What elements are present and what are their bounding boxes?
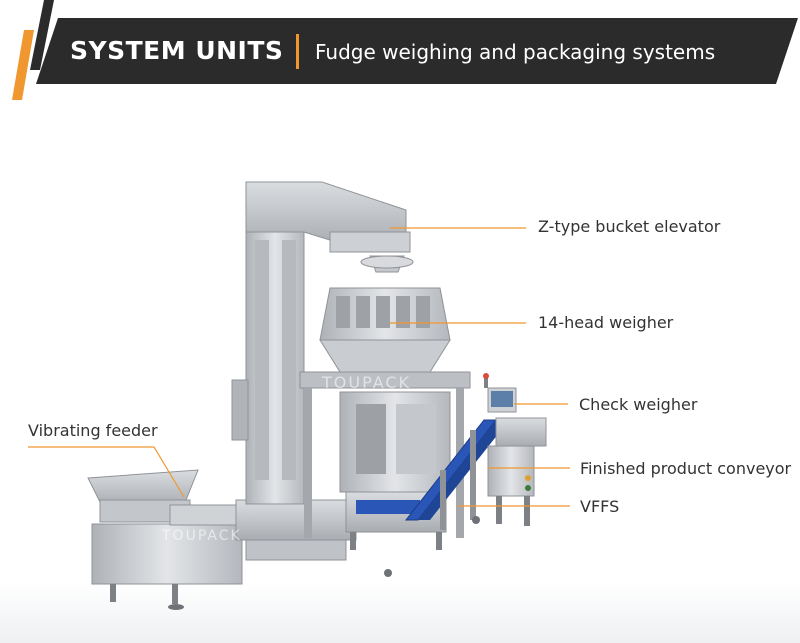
check-weigher — [483, 373, 547, 526]
multihead-weigher — [319, 255, 451, 373]
bucket-elevator — [231, 181, 411, 505]
vffs-machine — [299, 371, 471, 577]
callout-line-feeder — [28, 446, 185, 498]
vibrating-feeder — [87, 469, 243, 610]
label-conveyor: Finished product conveyor — [580, 459, 792, 478]
title-separator — [296, 34, 299, 69]
page-subtitle: Fudge weighing and packaging systems — [315, 40, 716, 64]
header-banner — [12, 0, 798, 100]
label-bucket-elevator: Z-type bucket elevator — [538, 217, 721, 236]
accent-stripe-dark — [30, 0, 54, 70]
machine-base — [235, 499, 357, 561]
watermark-main: TOUPACK — [321, 373, 411, 392]
label-weigher: 14-head weigher — [538, 313, 674, 332]
banner-bar — [36, 18, 798, 84]
floor-shadow — [0, 582, 800, 643]
label-check-weigher: Check weigher — [579, 395, 698, 414]
label-vffs: VFFS — [580, 497, 620, 516]
packaging-machine-illustration: TOUPACK TOUPACK — [28, 181, 570, 610]
accent-stripe-orange — [12, 30, 34, 100]
page-title: SYSTEM UNITS — [70, 36, 284, 65]
watermark-feeder: TOUPACK — [161, 528, 242, 544]
label-vibrating-feeder: Vibrating feeder — [28, 421, 158, 440]
